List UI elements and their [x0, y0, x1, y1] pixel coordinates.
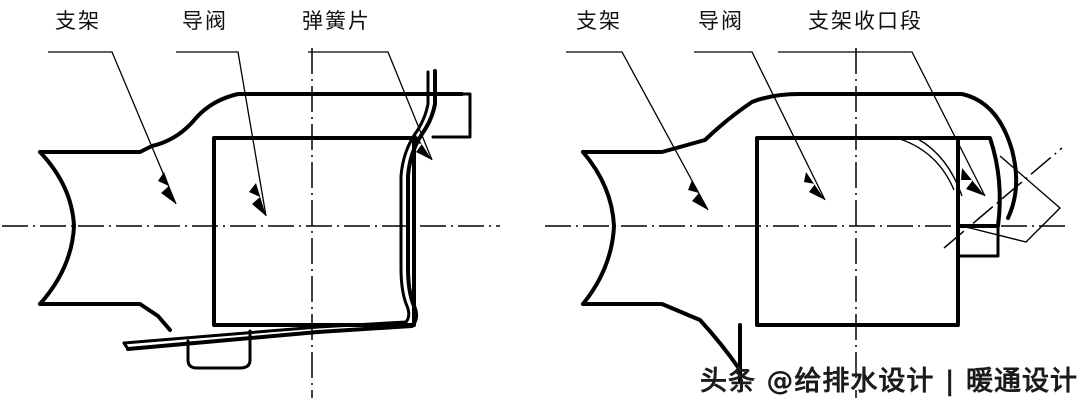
bracket-upper-profile-left [38, 92, 464, 154]
pilot-valve-body-left [212, 136, 416, 327]
leader-arrowhead-spring-leaf-left [411, 132, 432, 160]
spring-leaf-tip-left [122, 341, 130, 351]
right-view-group: 支架 导阀 支架收口段 [545, 9, 1068, 398]
necking-segment-step-right [956, 224, 1000, 258]
necking-segment-outline-right [956, 136, 1002, 228]
leader-arrowhead-bracket-left [158, 172, 176, 204]
leader-arrowhead-necking-segment-right [961, 168, 985, 196]
spring-leaf-outer-left [126, 69, 437, 351]
leader-bracket-left [48, 51, 177, 205]
bracket-lower-profile-left [38, 302, 172, 332]
bracket-upper-profile-right [581, 92, 1019, 220]
leader-arrowhead-pilot-valve-left [249, 183, 266, 216]
bracket-mouth-upper-right [581, 150, 616, 228]
leader-spring-leaf-left [308, 51, 433, 161]
leader-bracket-right [566, 51, 709, 211]
bracket-mouth-upper-left [38, 150, 76, 228]
leader-necking-segment-right [778, 51, 986, 197]
leader-arrowhead-bracket-right [688, 180, 708, 210]
label-necking-segment-right: 支架收口段 [808, 9, 923, 33]
spring-leaf-inner-left [122, 70, 430, 345]
left-view-group: 支架 导阀 弹簧片 [2, 9, 500, 398]
leader-pilot-valve-left [176, 51, 267, 217]
spring-seat-block-left [186, 329, 252, 370]
top-nozzle-box-left [431, 92, 472, 139]
necking-construction-curve-b-right [917, 138, 963, 197]
pilot-valve-body-right [755, 136, 960, 327]
leader-pilot-valve-right [694, 51, 826, 201]
necking-construction-curve-a-right [899, 138, 955, 191]
bracket-mouth-lower-right [581, 224, 616, 306]
label-bracket-left: 支架 [55, 9, 101, 33]
aux-section-centerline-right [943, 147, 1063, 249]
label-pilot-valve-right: 导阀 [698, 9, 744, 33]
label-bracket-right: 支架 [576, 9, 622, 33]
aux-section-outline-right [961, 155, 1062, 243]
label-spring-leaf-left: 弹簧片 [302, 9, 371, 33]
watermark-text: 头条 @给排水设计 | 暖通设计 [700, 366, 1078, 397]
label-pilot-valve-left: 导阀 [182, 9, 228, 33]
bracket-mouth-lower-left [38, 224, 76, 306]
leader-arrowhead-pilot-valve-right [804, 172, 825, 200]
